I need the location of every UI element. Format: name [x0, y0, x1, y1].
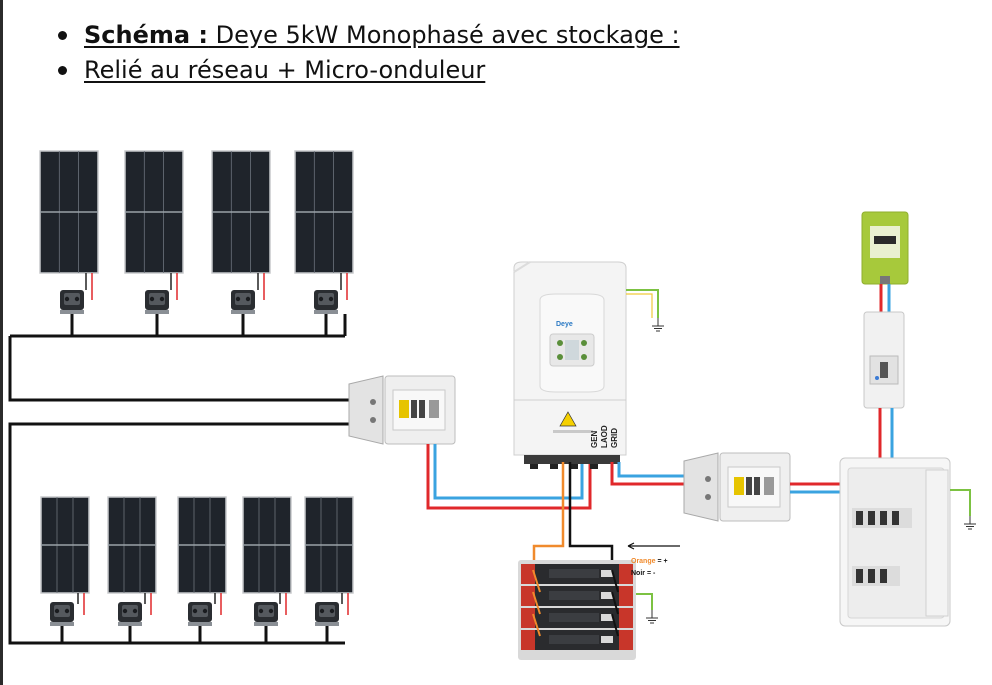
- inverter-port-grid: GRID: [610, 428, 619, 448]
- solar-panel-bottom-5: [304, 496, 354, 594]
- inverter-port-gen: GEN: [590, 430, 599, 448]
- micro-inverter-icon: [254, 602, 278, 626]
- header-line-1-text: Deye 5kW Monophasé avec stockage :: [208, 21, 680, 49]
- main-disconnect: [863, 311, 905, 409]
- hybrid-inverter: Deye GEN LAOD GRID: [513, 261, 627, 469]
- wires-meter-to-breaker: [879, 284, 891, 314]
- legend-orange-label: Orange: [631, 558, 656, 565]
- micro-inverter-icon: [50, 602, 74, 626]
- ground-icon: [963, 515, 977, 530]
- battery-icon: [518, 560, 636, 660]
- inverter-earth-wire: [626, 289, 659, 318]
- header-line-2: Relié au réseau + Micro-onduleur: [56, 53, 680, 88]
- page-edge: [0, 0, 3, 685]
- arrow-left-icon: [627, 542, 680, 550]
- ground-icon: [651, 317, 665, 332]
- panel-leads-bottom: [77, 593, 349, 615]
- wires-inverter-to-isolator: [610, 462, 690, 486]
- electric-meter-icon: [861, 211, 909, 285]
- header-line-2-text: Relié au réseau + Micro-onduleur: [84, 56, 486, 84]
- legend-orange-sign: = +: [656, 558, 668, 565]
- ac-trunk-bottom: [8, 422, 365, 645]
- junction-box-icon: [348, 375, 456, 445]
- wires-breaker-to-board: [878, 408, 894, 460]
- micro-inverter-icon: [188, 602, 212, 626]
- solar-panel-bottom-1: [40, 496, 90, 594]
- board-earth-wire: [950, 489, 971, 516]
- legend-orange: Orange = +: [631, 558, 668, 565]
- legend-black: Noir = -: [631, 570, 656, 577]
- inverter-brand: Deye: [556, 321, 573, 328]
- micro-inverter-icon: [231, 290, 255, 314]
- wires-isolator-to-board: [790, 482, 842, 494]
- solar-panel-top-1: [39, 150, 99, 274]
- header-line-1: Schéma : Deye 5kW Monophasé avec stockag…: [56, 18, 680, 53]
- solar-panel-top-4: [294, 150, 354, 274]
- breaker-panel-icon: [839, 457, 951, 627]
- ac-trunk-top: [8, 314, 365, 402]
- solar-panel-bottom-4: [242, 496, 292, 594]
- panel-leads-top: [85, 273, 348, 300]
- battery-earth-wire: [636, 593, 653, 610]
- solar-panel-top-2: [124, 150, 184, 274]
- micro-inverter-icon: [145, 290, 169, 314]
- inverter-earth-stripe: [626, 293, 653, 318]
- wires-junction-to-inverter: [426, 444, 592, 510]
- inverter-port-load: LAOD: [600, 425, 609, 448]
- ground-icon: [645, 609, 659, 624]
- solar-panel-bottom-2: [107, 496, 157, 594]
- micro-inverter-icon: [315, 602, 339, 626]
- junction-box-icon: [683, 452, 791, 522]
- legend-black-sign: = -: [645, 570, 656, 577]
- micro-inverter-icon: [314, 290, 338, 314]
- legend-black-label: Noir: [631, 570, 645, 577]
- micro-inverter-icon: [60, 290, 84, 314]
- header-list: Schéma : Deye 5kW Monophasé avec stockag…: [56, 18, 680, 88]
- solar-panel-bottom-3: [177, 496, 227, 594]
- solar-panel-top-3: [211, 150, 271, 274]
- header-line-1-bold: Schéma :: [84, 21, 209, 49]
- micro-inverter-icon: [118, 602, 142, 626]
